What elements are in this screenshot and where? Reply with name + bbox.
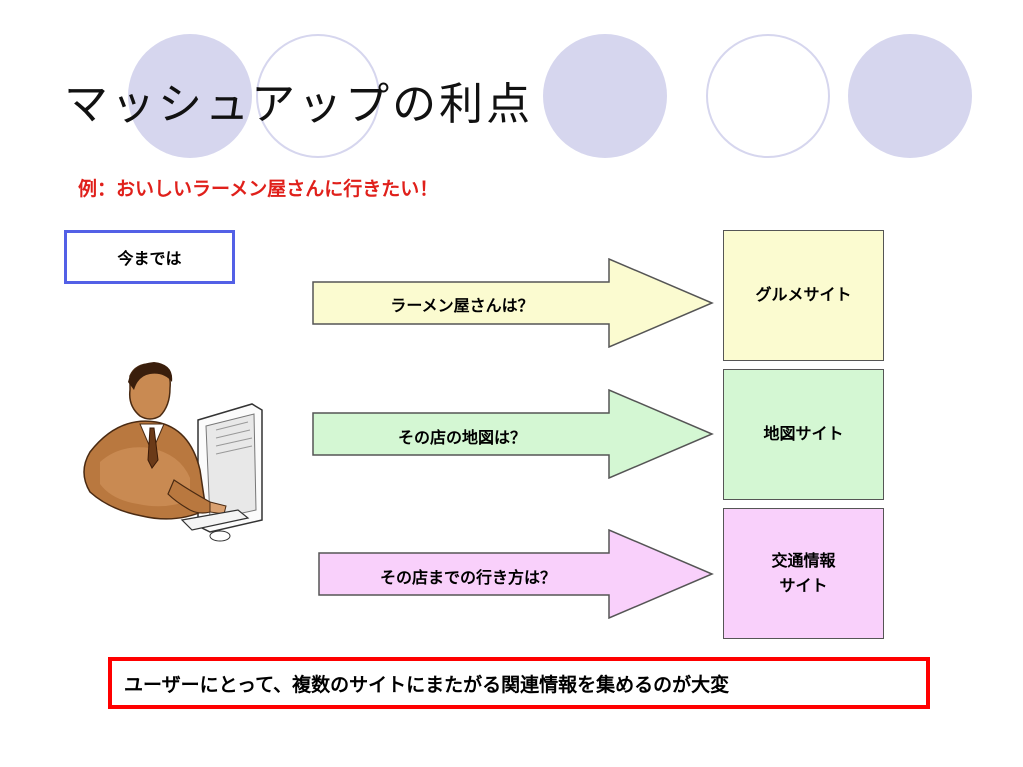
until-now-box: 今までは xyxy=(64,230,235,284)
site-box-transit: 交通情報 サイト xyxy=(723,508,884,639)
arrow-label-map: その店の地図は？ xyxy=(397,428,526,447)
slide-title: マッシュアップの利点 xyxy=(64,79,534,130)
arrow-shape xyxy=(318,529,714,619)
example-text: 例：おいしいラーメン屋さんに行きたい！ xyxy=(78,178,439,200)
decor-circle-outline xyxy=(256,34,380,158)
site-label-transit: 交通情報 サイト xyxy=(771,550,836,595)
arrow-shape xyxy=(312,258,714,348)
decor-circle-outline xyxy=(706,34,830,158)
site-label-gourmet: グルメサイト xyxy=(755,285,852,305)
arrow-label-ramen: ラーメン屋さんは？ xyxy=(390,296,534,315)
arrow-label-route: その店までの行き方は？ xyxy=(379,568,556,587)
decor-circle xyxy=(848,34,972,158)
until-now-label: 今までは xyxy=(117,249,182,268)
site-label-map: 地図サイト xyxy=(763,424,844,444)
conclusion-box: ユーザーにとって、複数のサイトにまたがる関連情報を集めるのが大変 xyxy=(108,657,930,709)
conclusion-text: ユーザーにとって、複数のサイトにまたがる関連情報を集めるのが大変 xyxy=(124,673,730,696)
decor-circle xyxy=(543,34,667,158)
site-box-gourmet: グルメサイト xyxy=(723,230,884,361)
decor-circle xyxy=(128,34,252,158)
person-at-computer-icon xyxy=(83,362,263,542)
arrow-shape xyxy=(312,389,714,479)
site-box-map: 地図サイト xyxy=(723,369,884,500)
